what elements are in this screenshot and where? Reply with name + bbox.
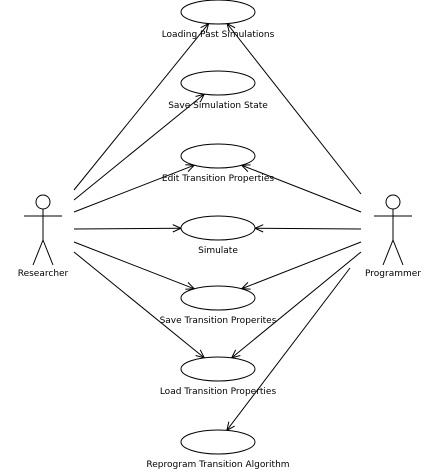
use-case-label: Save Simulation State: [168, 101, 268, 111]
use-case-edit-transition-properties: Edit Transition Properties: [162, 143, 274, 184]
actor-layer: Researcher Programmer: [18, 194, 421, 279]
use-case-label: Reprogram Transition Algorithm: [146, 460, 289, 470]
use-case-label: Simulate: [198, 246, 238, 256]
actor-label: Programmer: [365, 269, 421, 279]
association-researcher-simulate: [73, 224, 183, 233]
use-case-save-simulation-state: Save Simulation State: [168, 70, 268, 111]
association-researcher-edit-transition-properties: [73, 164, 196, 213]
use-case-oval: [180, 143, 256, 169]
actor-head: [35, 194, 51, 210]
use-case-oval: [180, 70, 256, 96]
use-case-reprogram-transition-algorithm: Reprogram Transition Algorithm: [146, 429, 290, 470]
association-layer: [73, 22, 362, 432]
association-programmer-simulate: [253, 224, 362, 233]
actor-right-leg: [392, 239, 404, 266]
use-case-oval: [180, 215, 256, 241]
actor-label: Researcher: [18, 269, 69, 279]
use-case-oval: [180, 429, 256, 455]
association-programmer-save-transition-properites: [240, 241, 362, 290]
use-case-oval: [180, 285, 256, 311]
use-case-save-transition-properites: Save Transition Properites: [160, 285, 277, 326]
use-case-oval: [180, 0, 256, 25]
use-case-load-transition-properties: Load Transition Properties: [160, 356, 277, 397]
use-case-simulate: Simulate: [180, 215, 256, 256]
use-case-label: Save Transition Properites: [160, 316, 277, 326]
association-researcher-save-transition-properites: [73, 241, 196, 290]
actor-head: [385, 194, 401, 210]
association-researcher-load-transition-properties: [73, 251, 206, 359]
use-case-label: Loading Past Simulations: [162, 30, 275, 40]
actor-right-leg: [42, 239, 54, 266]
association-programmer-load-transition-properties: [230, 251, 362, 359]
actor-left-leg: [32, 239, 44, 266]
use-case-oval: [180, 356, 256, 382]
actor-programmer: Programmer: [365, 194, 421, 279]
use-case-label: Edit Transition Properties: [162, 174, 274, 184]
use-case-loading-past-simulations: Loading Past Simulations: [162, 0, 275, 40]
actor-left-leg: [382, 239, 394, 266]
use-case-label: Load Transition Properties: [160, 387, 277, 397]
actor-researcher: Researcher: [18, 194, 69, 279]
